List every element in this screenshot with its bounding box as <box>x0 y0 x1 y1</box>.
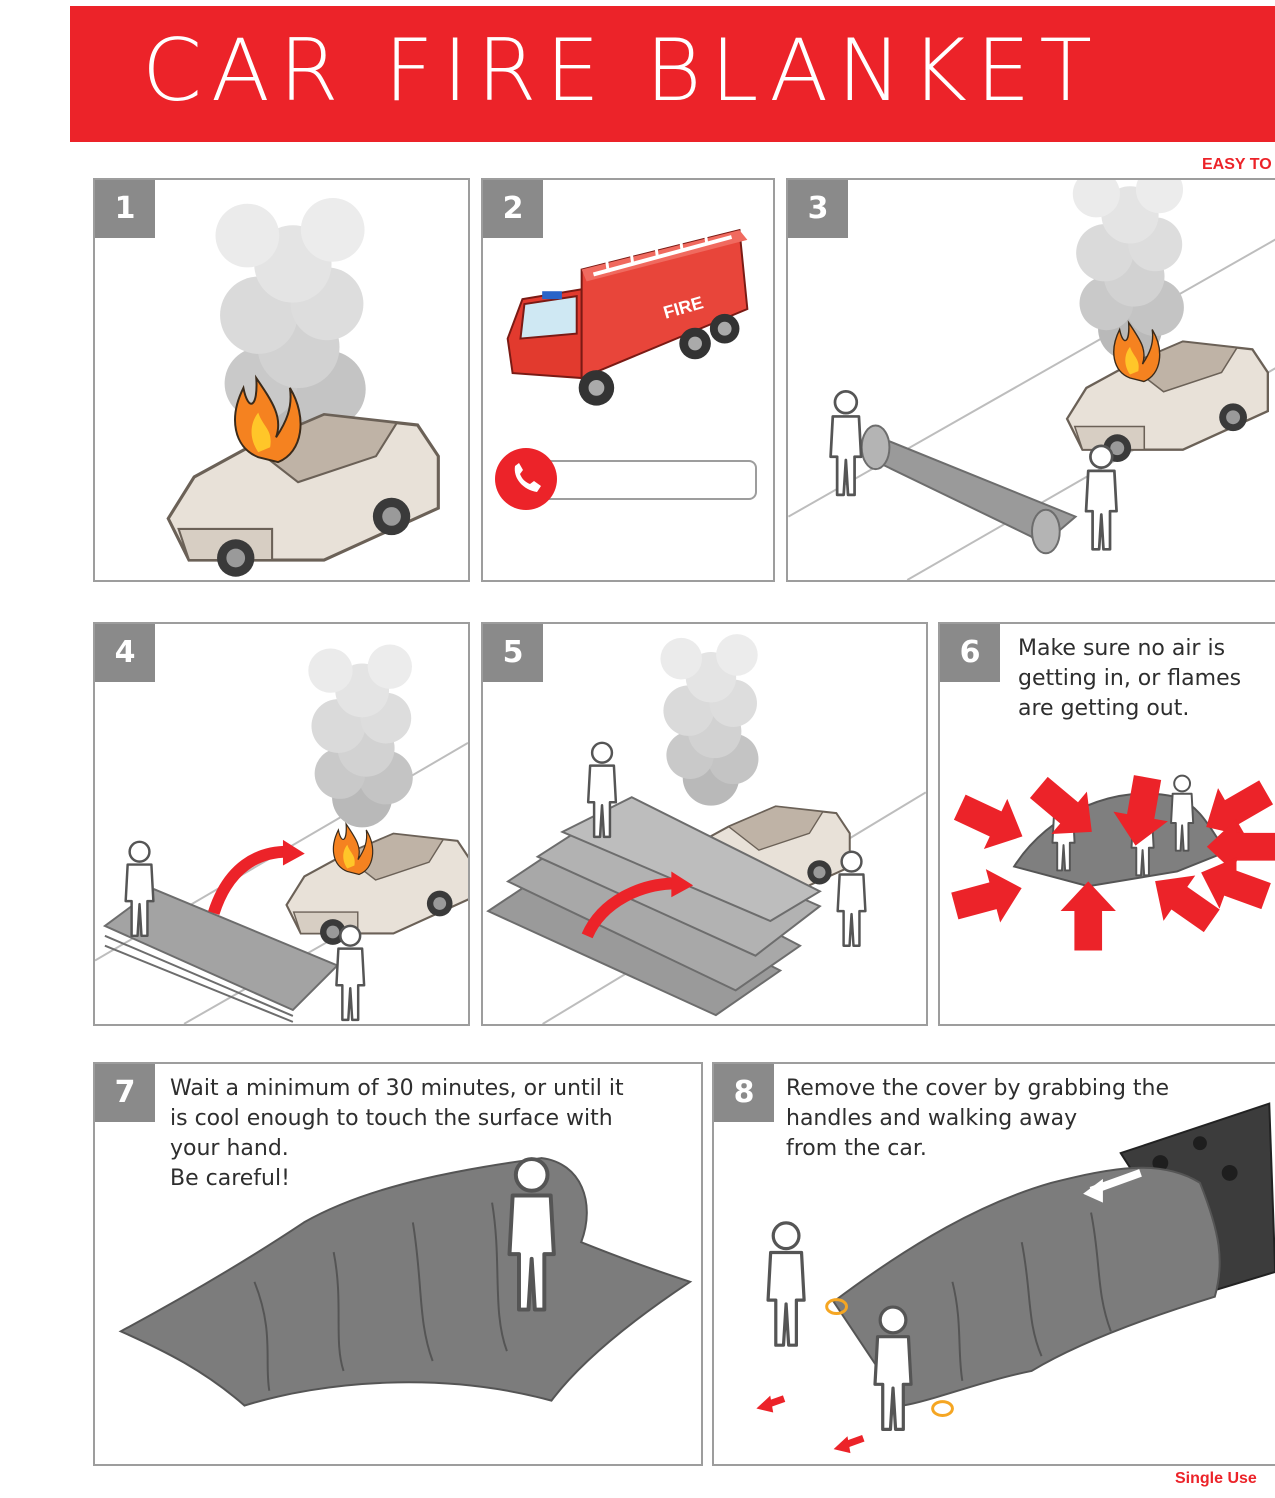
step-panel-2: 2 FIRE <box>481 178 775 582</box>
step-panel-7: 7 Wait a minimum of 30 minutes, or until… <box>93 1062 703 1466</box>
wait-cooldown-illustration <box>118 1157 693 1407</box>
unroll-blanket-illustration <box>788 180 1275 580</box>
step-number: 8 <box>714 1064 774 1122</box>
step-number: 1 <box>95 180 155 238</box>
step-number: 6 <box>940 624 1000 682</box>
step-panel-5: 5 <box>481 622 928 1026</box>
step-panel-1: 1 <box>93 178 470 582</box>
step-caption: Remove the cover by grabbing the handles… <box>786 1076 1170 1161</box>
step-caption: Wait a minimum of 30 minutes, or until i… <box>170 1076 624 1191</box>
burning-car-illustration <box>166 198 440 579</box>
phone-icon <box>495 448 557 510</box>
step-caption: Make sure no air is getting in, or flame… <box>1018 636 1242 721</box>
step-panel-8: 8 Remove the cover by grabbing the handl… <box>712 1062 1275 1466</box>
seal-blanket-illustration <box>947 766 1275 951</box>
step-panel-6: 6 Make sure no air is getting in, or fla… <box>938 622 1275 1026</box>
step-number: 4 <box>95 624 155 682</box>
step-number: 7 <box>95 1064 155 1122</box>
cover-car-illustration <box>486 634 926 1024</box>
step-panel-4: 4 <box>93 622 470 1026</box>
step-number: 2 <box>483 180 543 238</box>
phone-number-field <box>531 460 757 500</box>
footer-note: Single Use <box>1175 1470 1257 1487</box>
step-panel-3: 3 <box>786 178 1275 582</box>
tagline: EASY TO <box>1202 156 1272 173</box>
fire-truck-illustration: FIRE <box>506 220 749 406</box>
title-banner: CAR FIRE BLANKET <box>70 6 1275 142</box>
page-title: CAR FIRE BLANKET <box>142 21 1101 121</box>
lift-blanket-illustration <box>95 644 468 1024</box>
remove-cover-illustration <box>756 1102 1275 1454</box>
step-number: 5 <box>483 624 543 682</box>
step-number: 3 <box>788 180 848 238</box>
